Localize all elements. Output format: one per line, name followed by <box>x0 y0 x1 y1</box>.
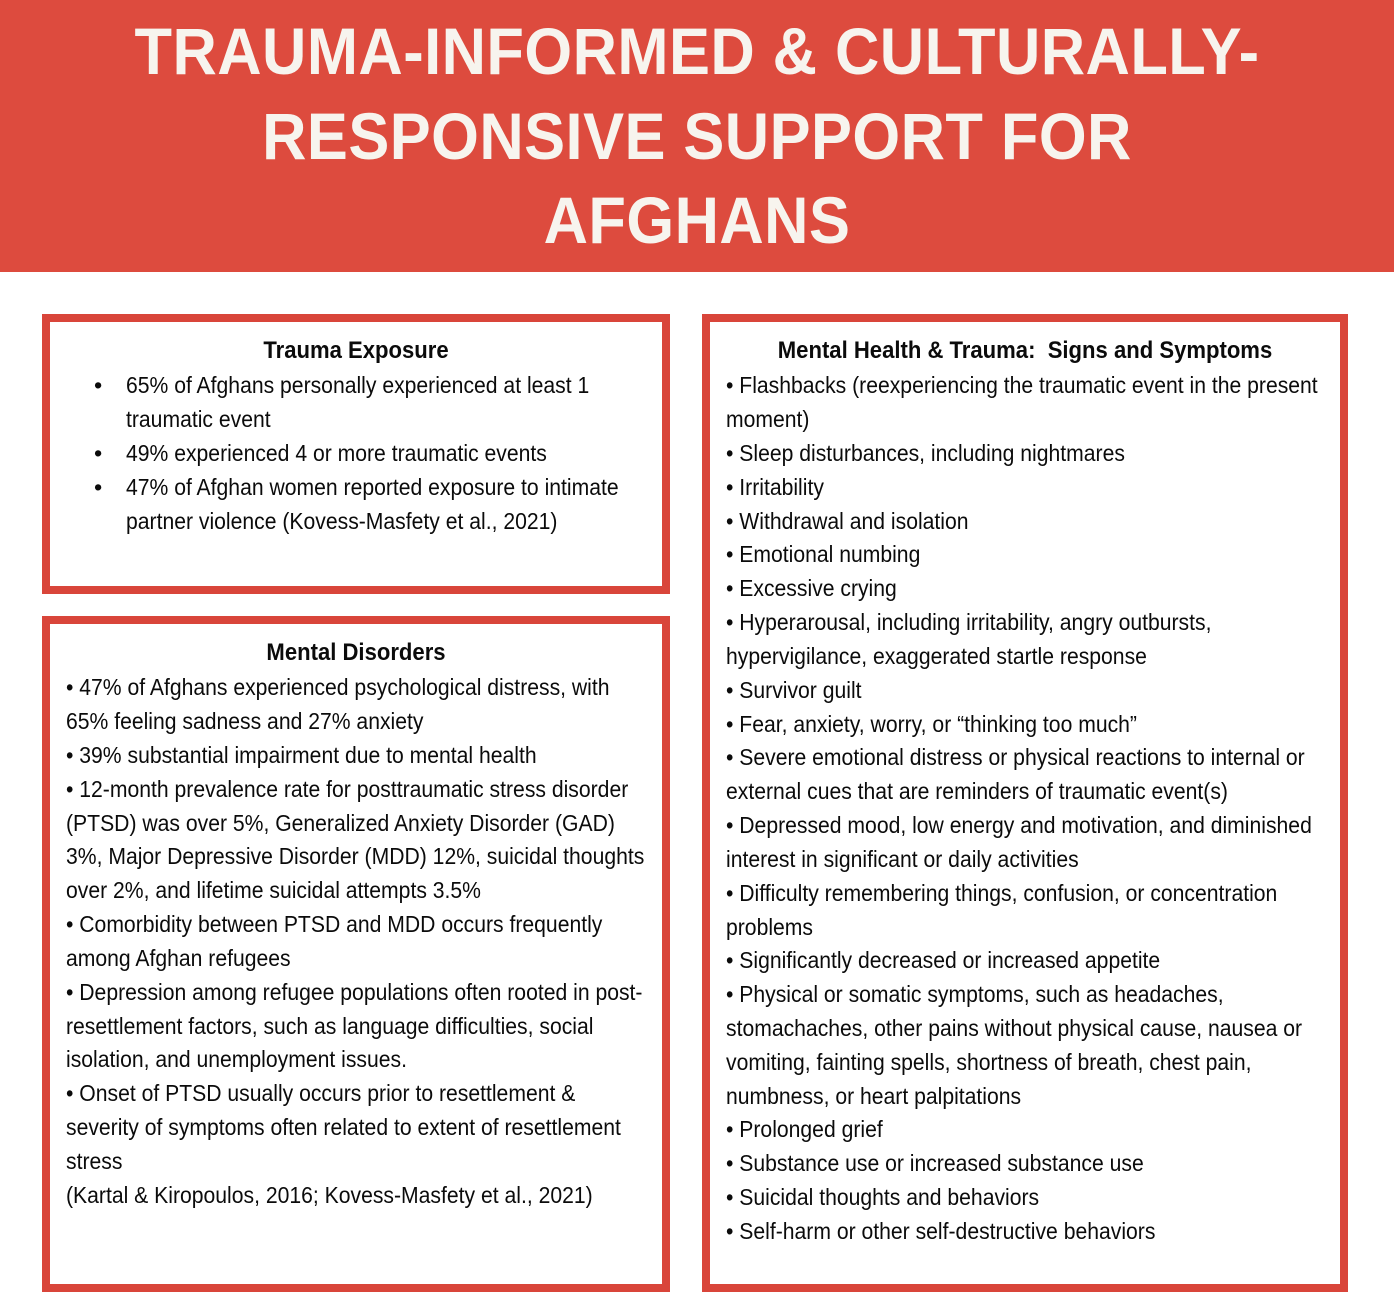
list-item: • 49% experienced 4 or more traumatic eve… <box>66 437 646 471</box>
bullet-icon: • <box>94 372 103 399</box>
list-item-text: 47% of Afghan women reported exposure to… <box>126 473 619 534</box>
list-item: • Significantly decreased or increased a… <box>726 947 1161 974</box>
list-item: • Physical or somatic symptoms, such as … <box>726 981 1308 1109</box>
panel-trauma-exposure: Trauma Exposure • 65% of Afghans personal… <box>42 314 670 594</box>
list-item: • Suicidal thoughts and behaviors <box>726 1184 1040 1211</box>
list-item: • Onset of PTSD usually occurs prior to … <box>66 1080 627 1174</box>
panel-signs-and-symptoms-title: Mental Health & Trauma: Signs and Sympto… <box>777 337 1273 364</box>
list-item: • 47% of Afghans experienced psychologic… <box>66 674 616 735</box>
panel-mental-disorders: Mental Disorders • 47% of Afghans experi… <box>42 616 670 1292</box>
list-item-text: 65% of Afghans personally experienced at… <box>126 372 590 433</box>
panel-signs-and-symptoms-content: Mental Health & Trauma: Signs and Sympto… <box>710 322 1340 1284</box>
panel-signs-and-symptoms: Mental Health & Trauma: Signs and Sympto… <box>702 314 1348 1292</box>
list-item: • Survivor guilt <box>726 676 862 703</box>
list-item: • Substance use or increased substance u… <box>726 1150 1144 1177</box>
panel-mental-disorders-title: Mental Disorders <box>266 639 446 666</box>
list-item: • Self-harm or other self-destructive be… <box>726 1217 1156 1244</box>
list-item-text: 49% experienced 4 or more traumatic even… <box>126 439 547 466</box>
header-banner: TRAUMA-INFORMED & CULTURALLY- RESPONSIVE… <box>0 0 1394 272</box>
list-item: • Depression among refugee populations o… <box>66 978 643 1073</box>
list-item: • Difficulty remembering things, confusi… <box>726 879 1284 940</box>
list-item: • Withdrawal and isolation <box>726 507 969 534</box>
list-item: • Fear, anxiety, worry, or “thinking too… <box>726 710 1137 737</box>
list-item: • Hyperarousal, including irritability, … <box>726 609 1218 669</box>
list-item: • 65% of Afghans personally experienced a… <box>66 369 646 437</box>
list-item: • Depressed mood, low energy and motivat… <box>726 812 1318 872</box>
list-item: • Emotional numbing <box>726 541 921 568</box>
list-item: • Comorbidity between PTSD and MDD occur… <box>66 911 609 971</box>
panel-trauma-exposure-content: Trauma Exposure • 65% of Afghans personal… <box>50 322 662 586</box>
list-item: • 39% substantial impairment due to ment… <box>66 741 537 768</box>
list-item: • Sleep disturbances, including nightmar… <box>726 439 1125 466</box>
bullet-icon: • <box>94 473 103 500</box>
list-item: (Kartal & Kiropoulos, 2016; Kovess-Masfe… <box>66 1181 593 1208</box>
list-item: • Prolonged grief <box>726 1116 883 1143</box>
bullet-icon: • <box>94 439 103 466</box>
trauma-exposure-bullet-list: • 65% of Afghans personally experienced a… <box>66 369 646 538</box>
panel-mental-disorders-content: Mental Disorders • 47% of Afghans experi… <box>50 624 662 1284</box>
list-item: • Irritability <box>726 473 824 500</box>
list-item: • 12-month prevalence rate for posttraum… <box>66 775 651 904</box>
list-item: • Severe emotional distress or physical … <box>726 744 1311 805</box>
list-item: • Excessive crying <box>726 575 897 602</box>
page-title: TRAUMA-INFORMED & CULTURALLY- RESPONSIVE… <box>134 14 1260 258</box>
list-item: • 47% of Afghan women reported exposure t… <box>66 471 646 539</box>
panel-trauma-exposure-title: Trauma Exposure <box>263 337 449 364</box>
mental-disorders-text-block: • 47% of Afghans experienced psychologic… <box>66 671 646 1212</box>
list-item: • Flashbacks (reexperiencing the traumat… <box>726 372 1324 433</box>
signs-and-symptoms-text-block: • Flashbacks (reexperiencing the traumat… <box>726 369 1324 1249</box>
